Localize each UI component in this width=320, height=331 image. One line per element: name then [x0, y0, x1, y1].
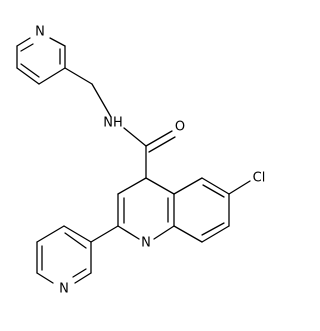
- bond: [90, 225, 119, 243]
- chlorine-label: Cl: [253, 171, 266, 186]
- amide-nh-label: NH: [103, 116, 123, 131]
- bond: [20, 43, 34, 52]
- bond: [123, 127, 147, 147]
- bond: [145, 130, 173, 147]
- bond: [64, 67, 93, 85]
- chloro-substituent: [228, 180, 251, 195]
- quinoline-pyridine-ring: [117, 177, 175, 240]
- carbonyl-oxygen-label: O: [175, 120, 185, 135]
- bond: [148, 136, 176, 153]
- bond: [38, 67, 66, 85]
- bond: [117, 225, 140, 240]
- bond: [117, 177, 147, 195]
- bond: [153, 225, 175, 240]
- bond: [74, 272, 92, 284]
- methylene-linker: [64, 67, 112, 118]
- bond: [91, 83, 112, 118]
- bond: [49, 37, 66, 47]
- bond: [20, 63, 40, 78]
- pyridine-ring-top: [16, 37, 66, 85]
- bond: [36, 272, 54, 284]
- bond: [202, 184, 225, 198]
- bond: [63, 225, 92, 243]
- molecule-diagram: N NH O Cl N N: [16, 25, 266, 297]
- biaryl-bond: [90, 225, 119, 243]
- bond: [173, 177, 203, 195]
- bond: [64, 232, 87, 249]
- bond: [201, 177, 230, 195]
- bond: [72, 268, 87, 278]
- pyridine-ring-bottom: [36, 225, 92, 284]
- quinoline-nitrogen-label: N: [141, 236, 151, 251]
- bond: [228, 180, 251, 195]
- bond: [16, 67, 40, 85]
- pyridine-nitrogen-label-bottom: N: [59, 282, 69, 297]
- bond: [201, 225, 230, 243]
- bond: [173, 225, 203, 243]
- quinoline-benzo-ring: [173, 177, 230, 243]
- bond: [201, 222, 225, 236]
- pyridine-nitrogen-label-top: N: [35, 25, 45, 40]
- bond: [36, 225, 65, 243]
- bond: [145, 177, 175, 195]
- amide-group: [123, 127, 176, 179]
- bond: [16, 37, 31, 47]
